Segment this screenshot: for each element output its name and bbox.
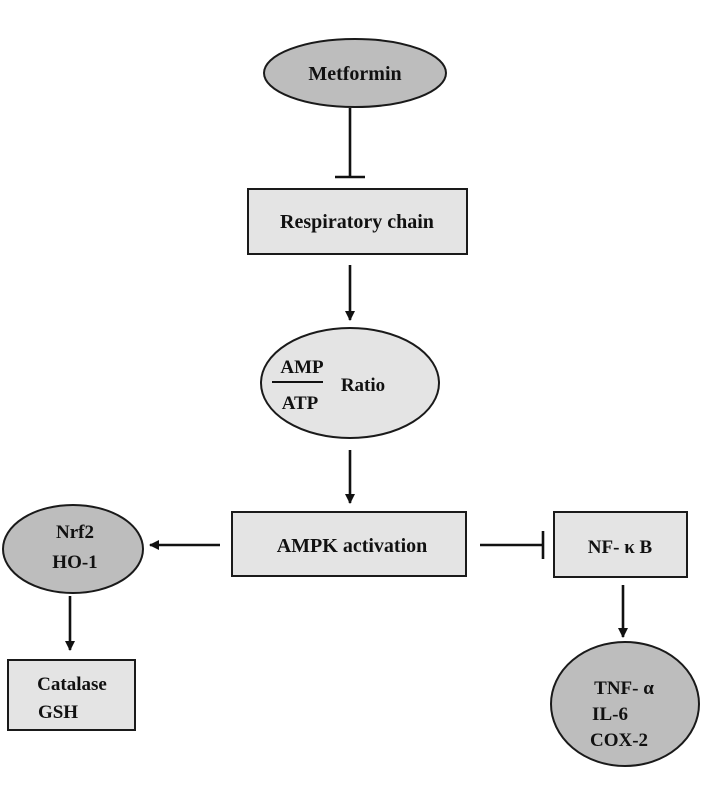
metformin-label: Metformin <box>308 63 401 85</box>
edge-metformin-respiratory-inhibition <box>335 108 365 179</box>
respiratory-chain-label: Respiratory chain <box>280 211 434 233</box>
ratio-label: Ratio <box>341 375 385 396</box>
amp-label: AMP <box>280 357 324 378</box>
cox2-label: COX-2 <box>590 730 648 751</box>
ampk-activation-node: AMPK activation <box>231 511 467 577</box>
nrf2-ho1-node: Nrf2 HO-1 <box>2 504 144 594</box>
catalase-gsh-node: Catalase GSH <box>7 659 136 731</box>
atp-label: ATP <box>282 393 319 414</box>
ho1-label: HO-1 <box>52 552 97 573</box>
nfkb-label: NF- κ B <box>588 537 653 558</box>
nfkb-node: NF- κ B <box>553 511 688 578</box>
edge-ampk-nfkb-inhibition <box>480 531 545 559</box>
respiratory-chain-node: Respiratory chain <box>247 188 468 255</box>
amp-atp-ratio-node: AMP ATP Ratio <box>260 327 440 439</box>
ampk-activation-label: AMPK activation <box>277 535 428 557</box>
tnf-alpha-label: TNF- α <box>594 678 654 699</box>
il6-label: IL-6 <box>592 704 628 725</box>
cytokines-node: TNF- α IL-6 COX-2 <box>550 641 700 767</box>
metformin-node: Metformin <box>263 38 447 108</box>
gsh-label: GSH <box>38 702 78 723</box>
catalase-label: Catalase <box>37 674 107 695</box>
nrf2-label: Nrf2 <box>56 522 94 543</box>
